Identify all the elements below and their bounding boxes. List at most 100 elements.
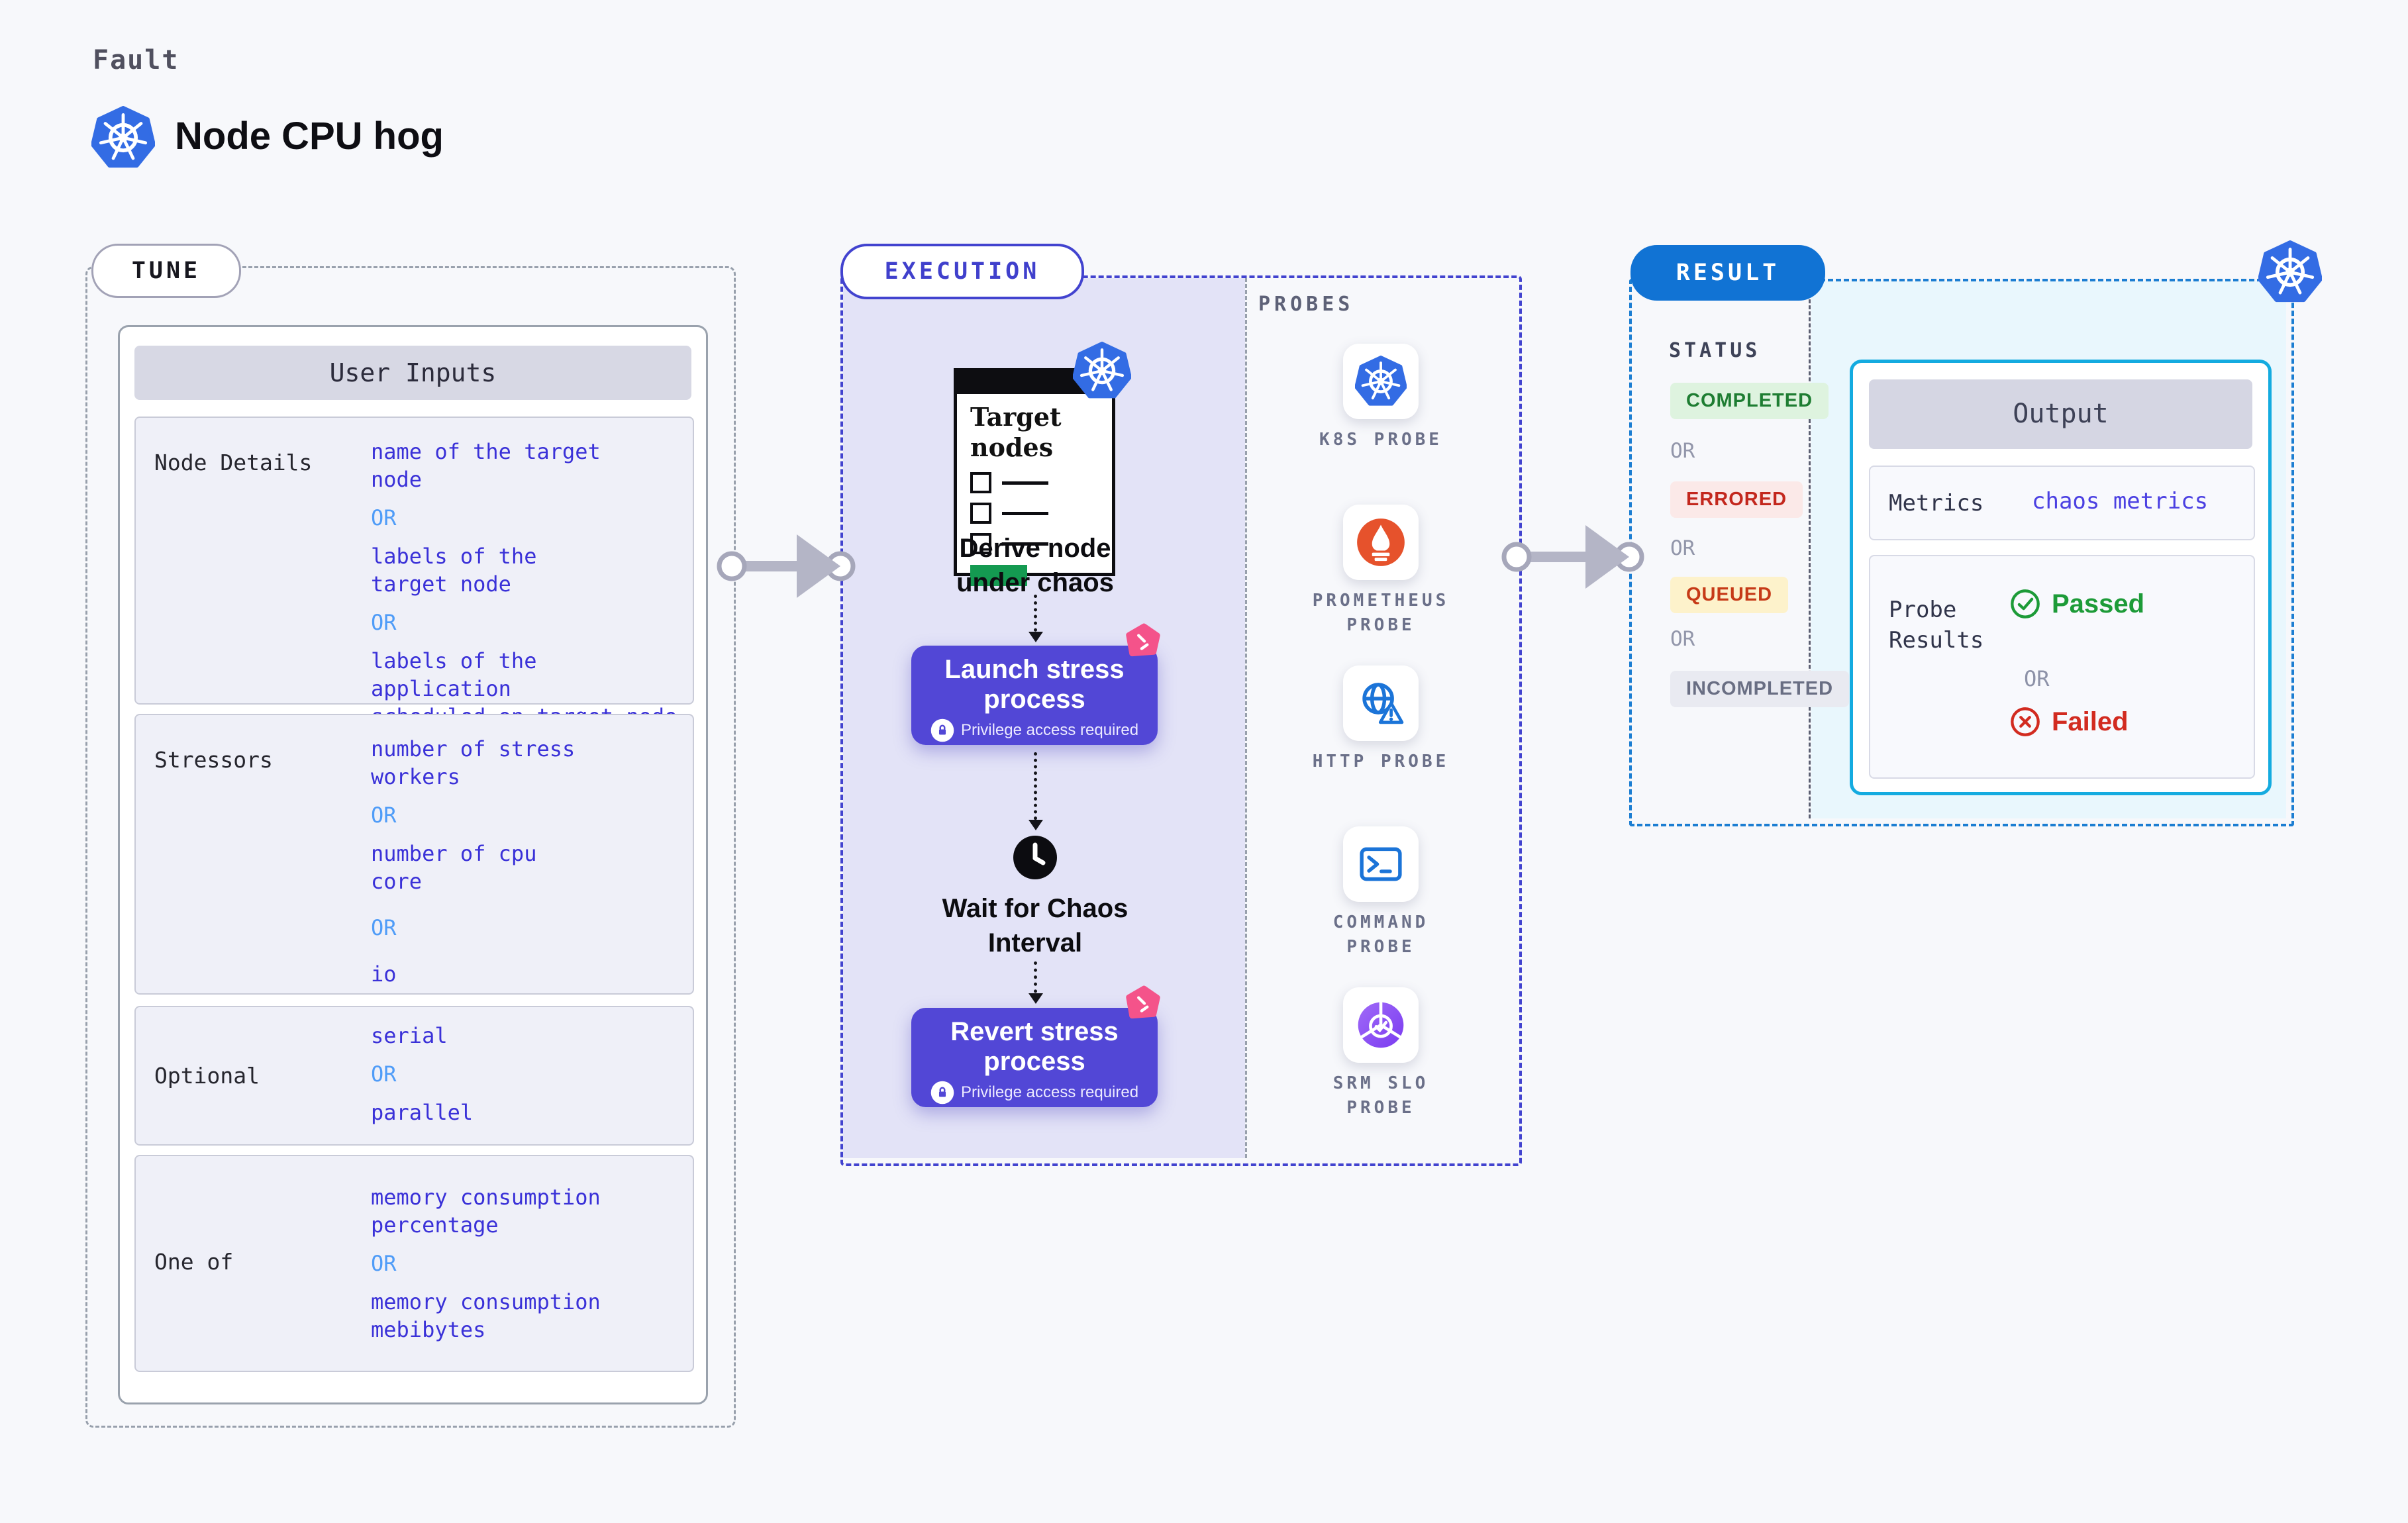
or-separator: OR (371, 1061, 397, 1087)
flow-arrow-down (1028, 595, 1043, 642)
execution-pill: EXECUTION (840, 244, 1084, 299)
launch-stress-process-button[interactable]: Launch stress process Privilege access r… (911, 646, 1158, 745)
wait-interval-label: Wait for Chaos Interval (942, 894, 1129, 958)
fault-eyebrow: Fault (93, 45, 179, 75)
terminal-icon (1355, 838, 1407, 890)
row-value: io (371, 961, 397, 987)
or-separator: OR (371, 803, 397, 828)
row-value: labels of the target node (371, 544, 537, 597)
page-title: Node CPU hog (175, 115, 444, 158)
user-inputs-table: User Inputs Node Details name of the tar… (118, 325, 708, 1404)
probe-card-k8s[interactable] (1343, 344, 1419, 419)
revert-button-label: Revert stress process (950, 1017, 1119, 1076)
row-value: serial (371, 1023, 448, 1048)
probe-label: PROMETHEUS PROBE (1312, 591, 1450, 635)
list-line (1002, 511, 1048, 515)
row-label: Optional (154, 1063, 260, 1089)
table-row-node-details: Node Details name of the target node OR … (134, 417, 694, 729)
probe-label: HTTP PROBE (1312, 752, 1450, 771)
user-inputs-header: User Inputs (134, 346, 691, 400)
lock-icon (930, 718, 954, 742)
failed-label: Failed (2052, 707, 2129, 736)
node-list-item (970, 503, 1112, 524)
output-header: Output (1869, 379, 2252, 449)
kubernetes-icon (2258, 240, 2322, 304)
table-row-one-of: One of memory consumption percentage OR … (134, 1155, 694, 1372)
passed-label: Passed (2052, 589, 2145, 618)
row-value: parallel (371, 1100, 474, 1125)
http-globe-icon (1355, 677, 1407, 729)
privilege-note: Privilege access required (960, 1083, 1139, 1101)
or-separator: OR (1670, 627, 1695, 651)
probe-label: SRM SLO PROBE (1332, 1073, 1429, 1118)
probe-results-row: Probe Results Passed OR Failed (1869, 555, 2255, 779)
checkbox-icon (970, 472, 991, 493)
probe-card-http[interactable] (1343, 665, 1419, 741)
status-badge-queued: QUEUED (1670, 577, 1789, 613)
lock-icon (930, 1081, 954, 1105)
node-list-item (970, 472, 1112, 493)
table-row-optional: Optional serial OR parallel (134, 1006, 694, 1146)
arrow-tune-to-execution (717, 534, 856, 598)
probe-result-passed: Passed (2009, 588, 2144, 620)
derive-node-label: Derive node under chaos (956, 534, 1114, 597)
or-separator: OR (371, 505, 397, 530)
table-row-stressors: Stressors number of stress workers OR nu… (134, 714, 694, 995)
kubernetes-icon (1073, 342, 1131, 400)
target-nodes-title: Target nodes (970, 402, 1062, 462)
metrics-label: Metrics (1889, 490, 1984, 516)
prometheus-icon (1355, 516, 1407, 568)
slo-gauge-icon (1355, 999, 1407, 1051)
metrics-value: chaos metrics (2032, 488, 2209, 515)
checkbox-icon (970, 533, 991, 554)
probe-label: COMMAND PROBE (1332, 912, 1429, 957)
check-circle-icon (2009, 588, 2041, 620)
or-separator: OR (1670, 439, 1695, 463)
probe-card-prometheus[interactable] (1343, 505, 1419, 580)
tune-pill: TUNE (91, 244, 241, 298)
metrics-row: Metrics chaos metrics (1869, 466, 2255, 540)
status-badge-completed: COMPLETED (1670, 383, 1829, 419)
status-badge-errored: ERRORED (1670, 481, 1803, 518)
checkbox-icon (970, 503, 991, 524)
selected-node-bar (970, 565, 1027, 586)
execution-section-frame (840, 275, 1522, 1166)
or-separator: OR (1670, 536, 1695, 560)
probe-label: K8S PROBE (1319, 430, 1442, 450)
result-pill: RESULT (1630, 245, 1825, 301)
privilege-note: Privilege access required (960, 721, 1139, 739)
probe-card-srm-slo[interactable] (1343, 987, 1419, 1063)
probe-card-command[interactable] (1343, 826, 1419, 902)
row-value: number of cpu core (371, 841, 537, 894)
result-divider-line (1809, 281, 1811, 818)
list-line (1002, 542, 1048, 546)
node-list-item (970, 533, 1112, 554)
probes-heading: PROBES (1258, 293, 1354, 316)
launch-button-label: Launch stress process (944, 655, 1125, 714)
stress-spark-icon (1121, 620, 1164, 663)
row-value: number of stress workers (371, 736, 576, 789)
flow-arrow-down (1028, 752, 1043, 830)
row-value: memory consumption mebibytes (371, 1289, 601, 1342)
or-separator: OR (371, 915, 397, 940)
or-separator: OR (371, 610, 397, 635)
clock-icon (1012, 834, 1058, 881)
tune-section-frame (85, 266, 736, 1428)
output-card: Output Metrics chaos metrics Probe Resul… (1850, 360, 2272, 795)
status-badge-incompleted: INCOMPLETED (1670, 671, 1850, 707)
flow-arrow-down (1028, 961, 1043, 1004)
kubernetes-icon (1355, 356, 1407, 407)
row-label: One of (154, 1249, 234, 1275)
list-line (1002, 481, 1048, 485)
row-value: name of the target node (371, 439, 601, 492)
arrow-execution-to-result (1501, 525, 1644, 589)
revert-stress-process-button[interactable]: Revert stress process Privilege access r… (911, 1008, 1158, 1107)
or-separator: OR (371, 1251, 397, 1276)
row-value: memory consumption percentage (371, 1185, 601, 1238)
row-label: Stressors (154, 747, 273, 773)
probe-result-failed: Failed (2009, 706, 2129, 738)
or-separator: OR (2024, 666, 2050, 691)
probe-results-label: Probe Results (1889, 597, 1984, 654)
kubernetes-icon (91, 106, 155, 170)
